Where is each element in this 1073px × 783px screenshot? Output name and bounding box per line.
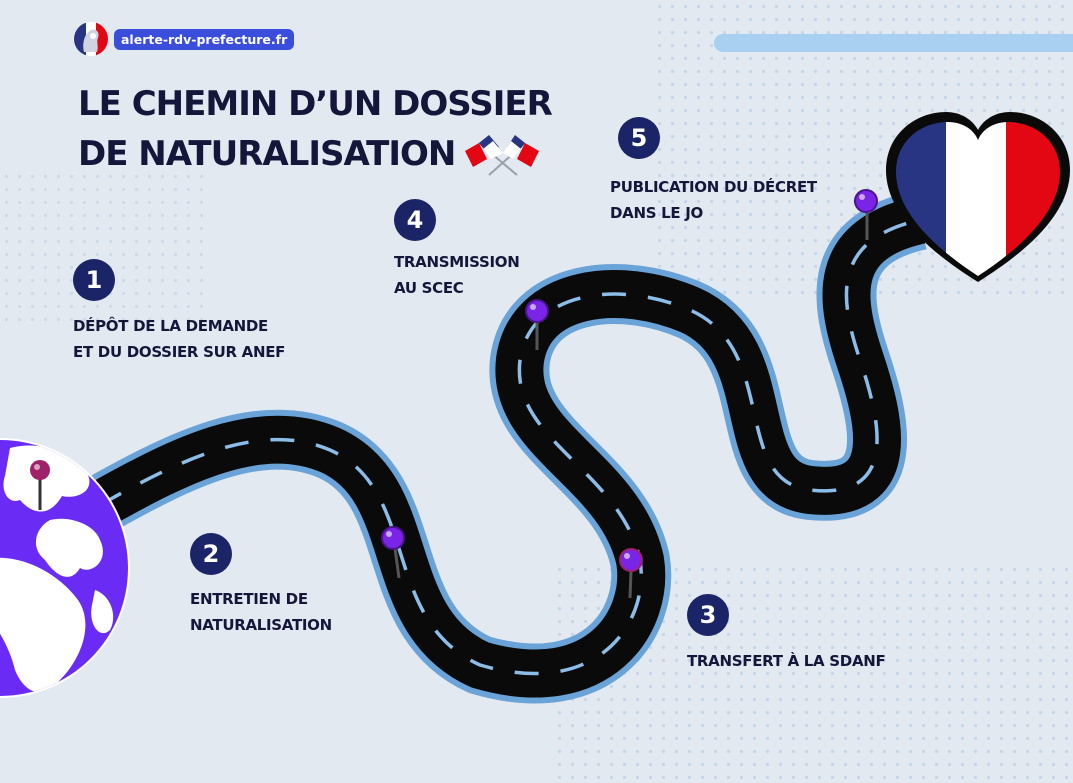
step-2-label-line-2: NATURALISATION xyxy=(190,616,332,634)
step-3-label: TRANSFERT À LA SDANF xyxy=(687,648,886,674)
step-4-label-line-2: AU SCEC xyxy=(394,279,464,297)
step-1-label-line-2: ET DU DOSSIER SUR ANEF xyxy=(73,343,286,361)
globe-map-pin-icon xyxy=(30,460,50,510)
step-2-label: ENTRETIEN DE NATURALISATION xyxy=(190,586,332,638)
crossed-flags-icon xyxy=(465,134,540,176)
step-4-label: TRANSMISSION AU SCEC xyxy=(394,249,520,301)
step-1-label-line-1: DÉPÔT DE LA DEMANDE xyxy=(73,317,268,335)
map-pin-icon-step-3 xyxy=(619,548,643,599)
step-3-label-line-1: TRANSFERT À LA SDANF xyxy=(687,652,886,670)
step-4-badge: 4 xyxy=(394,199,436,241)
brand: alerte-rdv-prefecture.fr xyxy=(74,22,295,56)
title-line-1: LE CHEMIN D’UN DOSSIER xyxy=(78,84,553,124)
step-1-badge: 1 xyxy=(73,259,115,301)
step-5-badge: 5 xyxy=(618,117,660,159)
step-2-badge: 2 xyxy=(190,533,232,575)
step-2-label-line-1: ENTRETIEN DE xyxy=(190,590,308,608)
heart-flag-icon xyxy=(886,112,1070,282)
globe-icon xyxy=(0,438,130,698)
step-3-badge: 3 xyxy=(687,594,729,636)
background-dots-left xyxy=(0,170,210,330)
marianne-logo-icon xyxy=(74,22,108,56)
map-pin-icon-step-5 xyxy=(854,189,878,240)
title-line-2: DE NATURALISATION xyxy=(78,129,552,179)
map-pin-icon-step-4 xyxy=(525,299,549,350)
road xyxy=(85,190,928,704)
title-line-2-text: DE NATURALISATION xyxy=(78,134,456,174)
step-5-label-line-1: PUBLICATION DU DÉCRET xyxy=(610,178,817,196)
page-title: LE CHEMIN D’UN DOSSIER DE NATURALISATION xyxy=(78,79,553,179)
step-5-label-line-2: DANS LE JO xyxy=(610,204,703,222)
map-pin-icon-step-2 xyxy=(381,526,405,579)
brand-site-label[interactable]: alerte-rdv-prefecture.fr xyxy=(114,28,295,50)
top-decorative-bar xyxy=(714,34,1073,52)
step-4-label-line-1: TRANSMISSION xyxy=(394,253,520,271)
step-5-label: PUBLICATION DU DÉCRET DANS LE JO xyxy=(610,174,817,226)
step-1-label: DÉPÔT DE LA DEMANDE ET DU DOSSIER SUR AN… xyxy=(73,313,285,365)
